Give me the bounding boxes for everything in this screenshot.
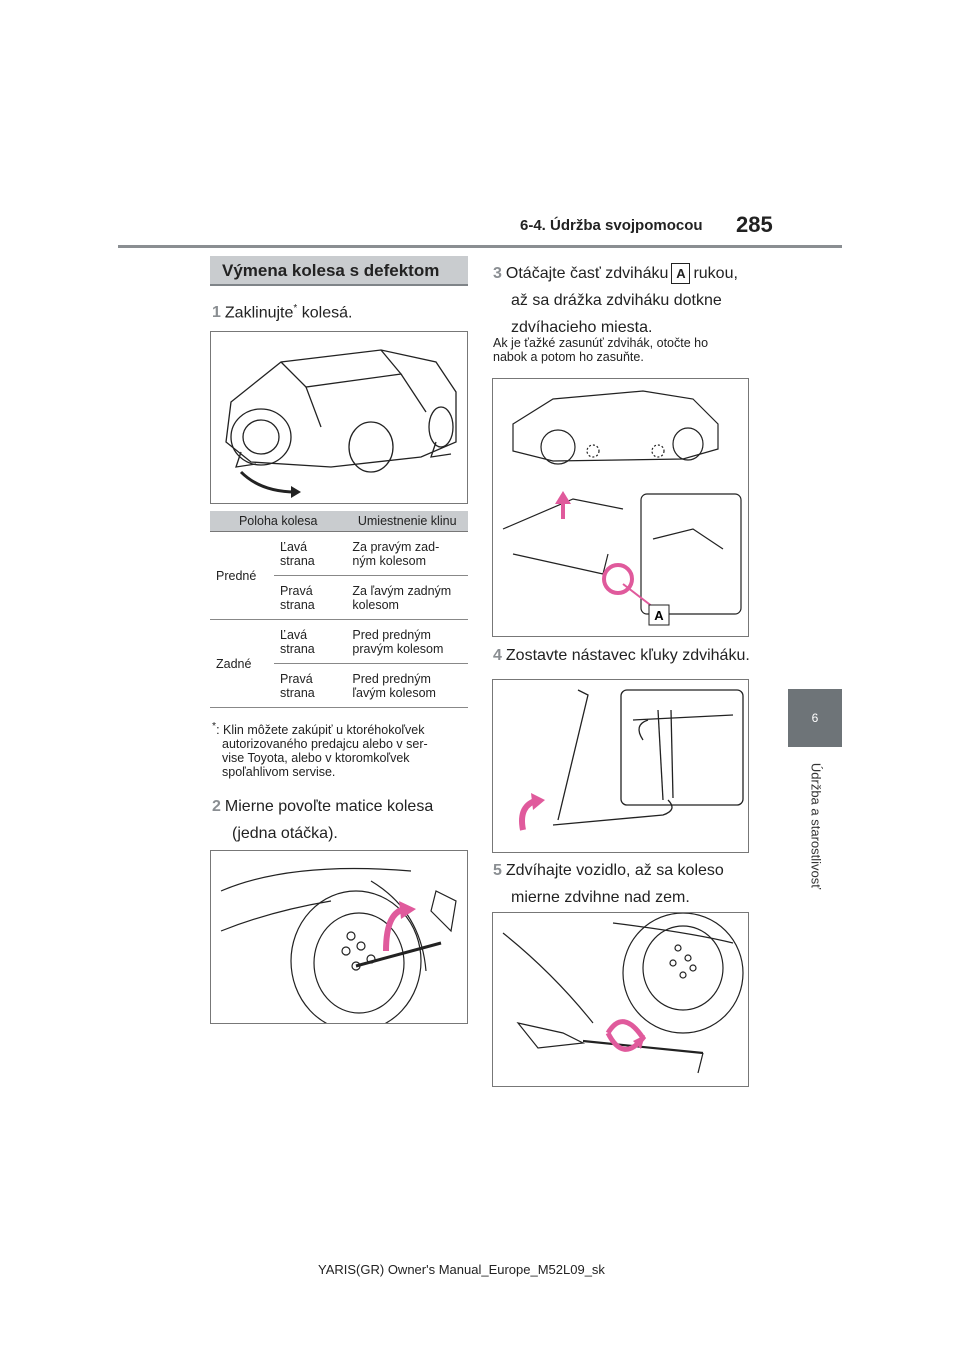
- group-cell: Predné: [210, 531, 274, 620]
- chapter-title-vertical: Údržba a starostlivosť: [806, 756, 826, 896]
- chapter-title: Údržba a starostlivosť: [808, 762, 824, 890]
- footnote-mark: *: [212, 721, 217, 732]
- car-wedge-illustration: [225, 349, 457, 498]
- figure-wheel-wedge: [210, 331, 468, 504]
- chapter-tab[interactable]: 6: [788, 689, 842, 747]
- lift-vehicle-illustration: [502, 912, 744, 1074]
- header-rule: [118, 245, 842, 248]
- step-3-note: Ak je ťažké zasunúť zdvihák, otočte ho n…: [493, 336, 709, 364]
- footer-manual-id: YARIS(GR) Owner's Manual_Europe_M52L09_s…: [318, 1262, 605, 1277]
- column-header: Poloha kolesa: [210, 511, 347, 532]
- figure-jack-position: A: [492, 378, 749, 637]
- handle-assembly-illustration: [519, 689, 744, 831]
- jack-marker-figure: A: [654, 608, 664, 623]
- group-cell: Zadné: [210, 619, 274, 708]
- figure-lift-vehicle: [492, 912, 749, 1087]
- section-header: 6-4. Údržba svojpomocou: [520, 217, 703, 234]
- wedge-table: Poloha kolesa Umiestnenie klinu Predné Ľ…: [210, 511, 468, 708]
- step-text: Zaklinujte: [224, 304, 294, 322]
- step-text: kolesá.: [297, 304, 353, 322]
- column-header: Umiestnenie klinu: [346, 511, 468, 532]
- step-number: 3: [493, 265, 502, 282]
- loosen-nuts-illustration: [220, 867, 457, 1032]
- place-cell: Za pravým zad-ným kolesom: [346, 531, 468, 576]
- step-number: 2: [212, 798, 221, 815]
- page-number: 285: [736, 212, 773, 237]
- step-number: 4: [493, 647, 502, 664]
- step-number: 5: [493, 862, 502, 879]
- footnote: *: Klin môžete zakúpiť u ktoréhokoľvek a…: [212, 721, 428, 780]
- section-title: Výmena kolesa s defektom: [210, 256, 468, 286]
- figure-handle-assembly: [492, 679, 749, 853]
- jack-marker-label: A: [671, 263, 691, 285]
- table-header-row: Poloha kolesa Umiestnenie klinu: [210, 511, 468, 532]
- jack-position-illustration: A: [502, 390, 742, 626]
- footnote-ref: *: [293, 303, 298, 314]
- chapter-number: 6: [811, 711, 819, 725]
- step-number: 1: [212, 304, 221, 322]
- figure-loosen-nuts: [210, 850, 468, 1032]
